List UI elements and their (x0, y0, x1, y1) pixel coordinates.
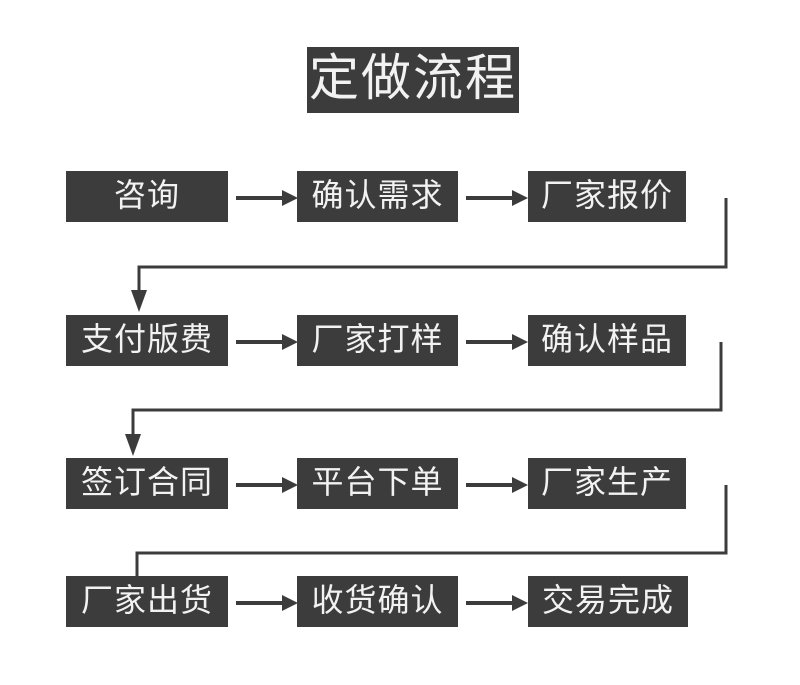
right-arrow-icon (236, 475, 298, 495)
flow-node-step-9[interactable]: 厂家生产 (528, 458, 686, 509)
right-arrow-icon (466, 332, 528, 352)
flow-node-step-1[interactable]: 咨询 (66, 171, 228, 222)
flow-node-step-11[interactable]: 收货确认 (297, 576, 458, 627)
flow-node-step-2[interactable]: 确认需求 (297, 171, 458, 222)
right-arrow-icon (466, 593, 528, 613)
right-arrow-icon (466, 475, 528, 495)
flow-node-step-8[interactable]: 平台下单 (297, 458, 458, 509)
flow-node-step-10[interactable]: 厂家出货 (66, 576, 228, 627)
right-arrow-icon (466, 188, 528, 208)
flow-node-step-7[interactable]: 签订合同 (66, 458, 228, 509)
flow-node-step-4[interactable]: 支付版费 (66, 315, 228, 366)
right-arrow-icon (236, 593, 298, 613)
right-arrow-icon (236, 188, 298, 208)
diagram-title: 定做流程 (307, 47, 519, 113)
flow-node-step-12[interactable]: 交易完成 (528, 576, 688, 627)
flow-node-step-5[interactable]: 厂家打样 (297, 315, 458, 366)
flow-node-step-3[interactable]: 厂家报价 (528, 171, 686, 222)
right-arrow-icon (236, 332, 298, 352)
flow-node-step-6[interactable]: 确认样品 (528, 315, 686, 366)
